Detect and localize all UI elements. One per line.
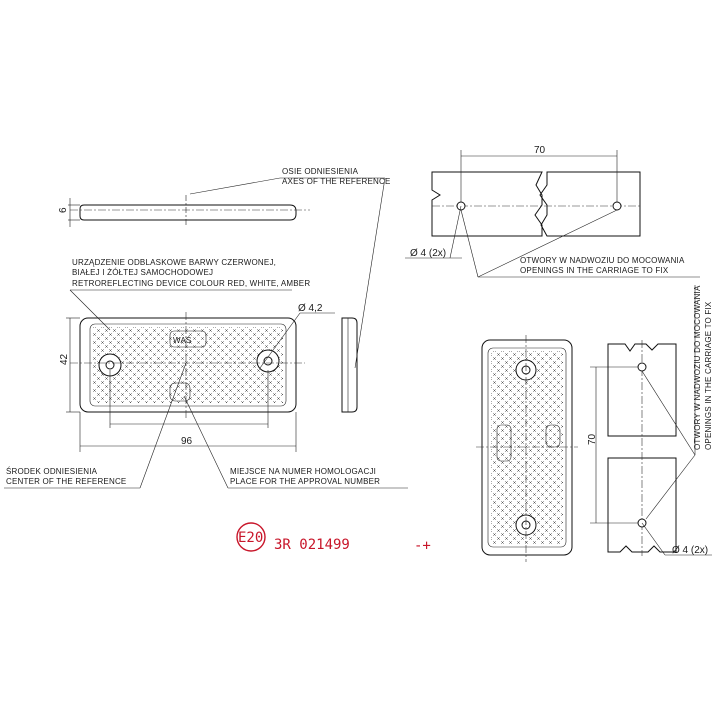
axes-label-pl: OSIE ODNIESIENIA <box>282 167 359 176</box>
front-view-dimensions: 96 42 Ø 4,2 <box>59 303 335 452</box>
place-label-en: PLACE FOR THE APPROVAL NUMBER <box>230 477 380 486</box>
approval-note: -+ <box>414 538 431 554</box>
center-label-pl: ŚRODEK ODNIESIENIA <box>6 467 98 476</box>
holes-label-pl: OTWORY W NADWOZIU DO MOCOWANIA <box>520 256 685 265</box>
center-callout: ŚRODEK ODNIESIENIA CENTER OF THE REFEREN… <box>4 362 187 489</box>
thickness-dimension: 6 <box>58 207 69 213</box>
mounting-right: 70 Ø 4 (2x) OTWORY W NADWOZIU DO MOCOWAN… <box>587 285 713 556</box>
approval-number: 3R 021499 <box>274 537 350 553</box>
device-label-en: RETROREFLECTING DEVICE COLOUR RED, WHITE… <box>72 279 310 288</box>
top-spacing-dimension: 70 <box>534 145 546 156</box>
front-view-vertical <box>476 335 578 562</box>
device-label-pl-1: URZĄDZENIE ODBLASKOWE BARWY CZERWONEJ, <box>72 258 276 267</box>
side-view-top: 6 <box>58 195 310 227</box>
place-label-pl: MIEJSCE NA NUMER HOMOLOGACJI <box>230 467 376 476</box>
brand-marking: WAŚ <box>173 336 192 345</box>
holes-label-en-vertical: OPENINGS IN THE CARRIAGE TO FIX <box>704 301 713 450</box>
mounting-top-right: 70 Ø 4 (2x) OTWORY W NADWOZIU DO MOCOWAN… <box>405 145 700 278</box>
hole-diameter-dimension: Ø 4,2 <box>298 303 323 314</box>
axes-label-en: AXES OF THE REFERENCE <box>282 177 391 186</box>
approval-place-callout: MIEJSCE NA NUMER HOMOLOGACJI PLACE FOR T… <box>183 395 408 489</box>
width-dimension: 96 <box>181 436 193 447</box>
axes-callout: OSIE ODNIESIENIA AXES OF THE REFERENCE <box>189 167 391 369</box>
side-profile <box>341 317 358 413</box>
right-hole-dimension: Ø 4 (2x) <box>672 545 708 556</box>
approval-mark: E20 <box>238 530 263 546</box>
holes-label-en: OPENINGS IN THE CARRIAGE TO FIX <box>520 266 669 275</box>
height-dimension: 42 <box>59 353 70 365</box>
center-label-en: CENTER OF THE REFERENCE <box>6 477 126 486</box>
device-label-pl-2: BIAŁEJ I ŻÓŁTEJ SAMOCHODOWEJ <box>72 268 213 277</box>
holes-label-pl-vertical: OTWORY W NADWOZIU DO MOCOWANIA <box>693 285 702 450</box>
approval-stamp: E20 3R 021499 -+ <box>236 522 431 554</box>
device-callout: URZĄDZENIE ODBLASKOWE BARWY CZERWONEJ, B… <box>69 258 310 331</box>
right-spacing-dimension: 70 <box>587 433 598 445</box>
front-view-main: WAŚ <box>70 312 305 418</box>
top-hole-dimension: Ø 4 (2x) <box>410 248 446 259</box>
